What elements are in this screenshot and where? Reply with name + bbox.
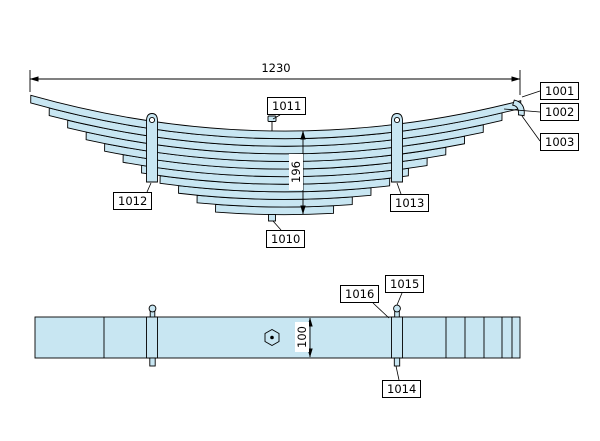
center-bolt-nut (268, 214, 276, 222)
plan-left-clamp (146, 304, 158, 367)
center-bolt-top (267, 115, 277, 131)
plan-right-clamp (391, 304, 403, 367)
left-clamp-pin (148, 116, 156, 124)
dim-height-label: 196 (289, 154, 303, 190)
leader-1015 (396, 292, 403, 306)
leader-1003 (521, 115, 541, 142)
side-view (29, 70, 541, 231)
leader-1002 (503, 108, 541, 113)
callout-1014: 1014 (382, 380, 422, 398)
leader-1010 (272, 220, 282, 231)
clamp-band (391, 316, 403, 359)
center-hex-bolt (264, 328, 280, 347)
clamp-bottom-tab (149, 357, 156, 367)
leader-1001 (521, 90, 541, 98)
leader-1014 (395, 365, 400, 381)
plan-view-leader-lines (372, 292, 403, 381)
callout-1001: 1001 (540, 82, 580, 100)
clamp-bottom-tab (393, 357, 401, 367)
plan-view (34, 292, 521, 381)
dim-length-label: 1230 (250, 61, 302, 75)
dim-width-label: 100 (295, 322, 309, 352)
clamp-bolt-head (148, 304, 157, 313)
master-leaf-hook-end (512, 99, 525, 117)
left-clamp (146, 113, 158, 183)
center-bolt-bottom (268, 214, 276, 222)
callout-1013: 1013 (390, 194, 430, 212)
callout-1015: 1015 (385, 275, 425, 293)
hex-bolt-center-dot (270, 335, 274, 340)
leader-1016 (372, 302, 390, 319)
side-view-leader-lines (146, 90, 541, 231)
callout-1011: 1011 (267, 97, 307, 115)
center-bolt-head (267, 115, 277, 122)
right-clamp-band (391, 113, 403, 183)
leader-1012 (146, 182, 152, 193)
right-clamp-pin (393, 116, 401, 124)
callout-1016: 1016 (340, 285, 380, 303)
leader-1011 (272, 114, 281, 120)
callout-1003: 1003 (540, 133, 580, 151)
dim-1230 (29, 70, 521, 95)
callout-1012: 1012 (113, 192, 153, 210)
right-clamp (391, 113, 403, 183)
leader-1013 (396, 182, 402, 195)
leaf-end-lines (103, 317, 513, 358)
left-clamp-band (146, 113, 158, 183)
clamp-band (146, 316, 158, 359)
callout-1010: 1010 (266, 230, 306, 248)
callout-1002: 1002 (540, 103, 580, 121)
clamp-bolt-head (393, 304, 401, 313)
